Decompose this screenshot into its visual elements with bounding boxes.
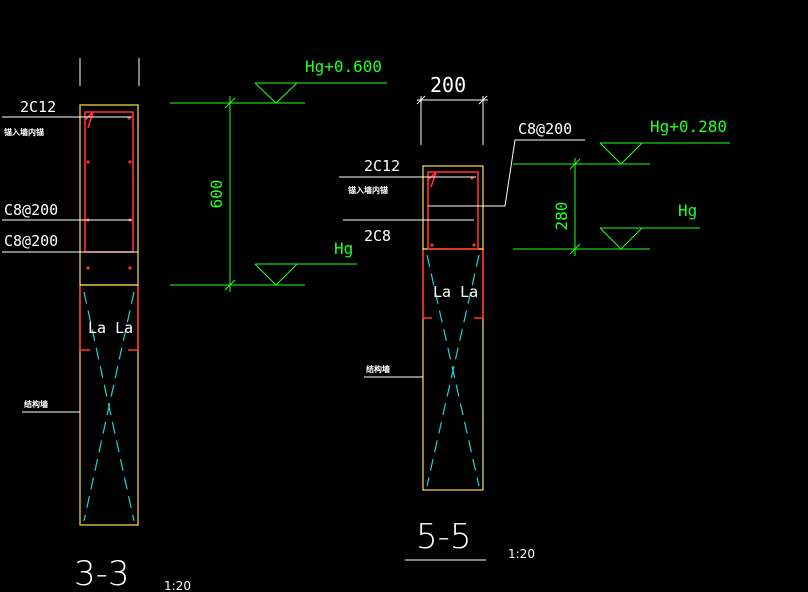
dim-tick-bottom-3-3 (224, 279, 236, 291)
stirrup-hook-3-3 (84, 111, 94, 129)
dim-width-tick-r-5-5 (478, 95, 488, 105)
scale-5-5: 1:20 (508, 547, 535, 561)
dim-tick-bottom-5-5 (569, 243, 581, 255)
elev-top-label-3-3: Hg+0.600 (305, 57, 382, 76)
anchor-left-5-5 (422, 250, 432, 319)
rebar-dots-5-5 (430, 176, 476, 247)
dim-tick-top-5-5 (569, 158, 581, 170)
leader-c8-5-5 (478, 139, 585, 207)
elev-bottom-label-5-5: Hg (678, 201, 697, 220)
label-anchor-note-3-3: 锚入墙内锚 (4, 127, 44, 137)
elev-top-label-5-5: Hg+0.280 (650, 117, 727, 136)
elev-bottom-triangle-5-5 (599, 227, 643, 250)
elev-bottom-triangle-3-3 (254, 263, 298, 286)
hatch-b-5-5 (426, 254, 480, 487)
beam-outline-3-3 (79, 104, 139, 286)
dim-600-3-3: 600 (207, 180, 226, 209)
label-2c8-5-5: 2C8 (364, 227, 391, 245)
section-5-5: 200 C8@200 2C12 锚入墙内锚 2C8 La La 结构墙 5-5 (339, 73, 730, 561)
stirrup-hook-5-5 (427, 171, 437, 188)
stirrup-5-5 (427, 171, 479, 249)
label-c8-5-5: C8@200 (518, 120, 572, 138)
wall-outline-3-3 (79, 284, 139, 526)
title-5-5: 5-5 (416, 517, 472, 557)
label-structural-5-5: 结构墙 (366, 364, 390, 374)
section-3-3: 2C12 锚入墙内锚 C8@200 C8@200 La La 结构墙 3-3 1… (2, 57, 387, 592)
anchor-right-3-3 (128, 286, 139, 351)
label-2c12-3-3: 2C12 (20, 98, 56, 116)
label-c8-bottom-3-3: C8@200 (4, 232, 58, 250)
elev-top-triangle-5-5 (599, 142, 643, 165)
label-la-3-3: La La (88, 319, 133, 337)
label-structural-3-3: 结构墙 (24, 399, 48, 409)
dim-200-5-5: 200 (430, 73, 466, 97)
label-c8-top-3-3: C8@200 (4, 201, 58, 219)
elev-bottom-label-3-3: Hg (334, 239, 353, 258)
scale-3-3: 1:20 (164, 579, 191, 592)
beam-outline-5-5 (422, 165, 484, 250)
label-anchor-note-5-5: 锚入墙内锚 (348, 185, 388, 195)
title-3-3: 3-3 (74, 554, 130, 592)
anchor-left-3-3 (79, 286, 90, 351)
stirrup-3-3 (84, 111, 134, 252)
anchor-right-5-5 (474, 250, 484, 319)
dim-width-tick-l-5-5 (416, 95, 426, 105)
dim-tick-top-3-3 (224, 97, 236, 109)
label-2c12-5-5: 2C12 (364, 157, 400, 175)
hatch-b-3-3 (83, 291, 135, 522)
label-la-5-5: La La (433, 283, 478, 301)
rebar-dots-3-3 (86, 116, 132, 270)
elev-top-triangle-3-3 (254, 82, 298, 104)
dim-280-5-5: 280 (552, 202, 571, 231)
